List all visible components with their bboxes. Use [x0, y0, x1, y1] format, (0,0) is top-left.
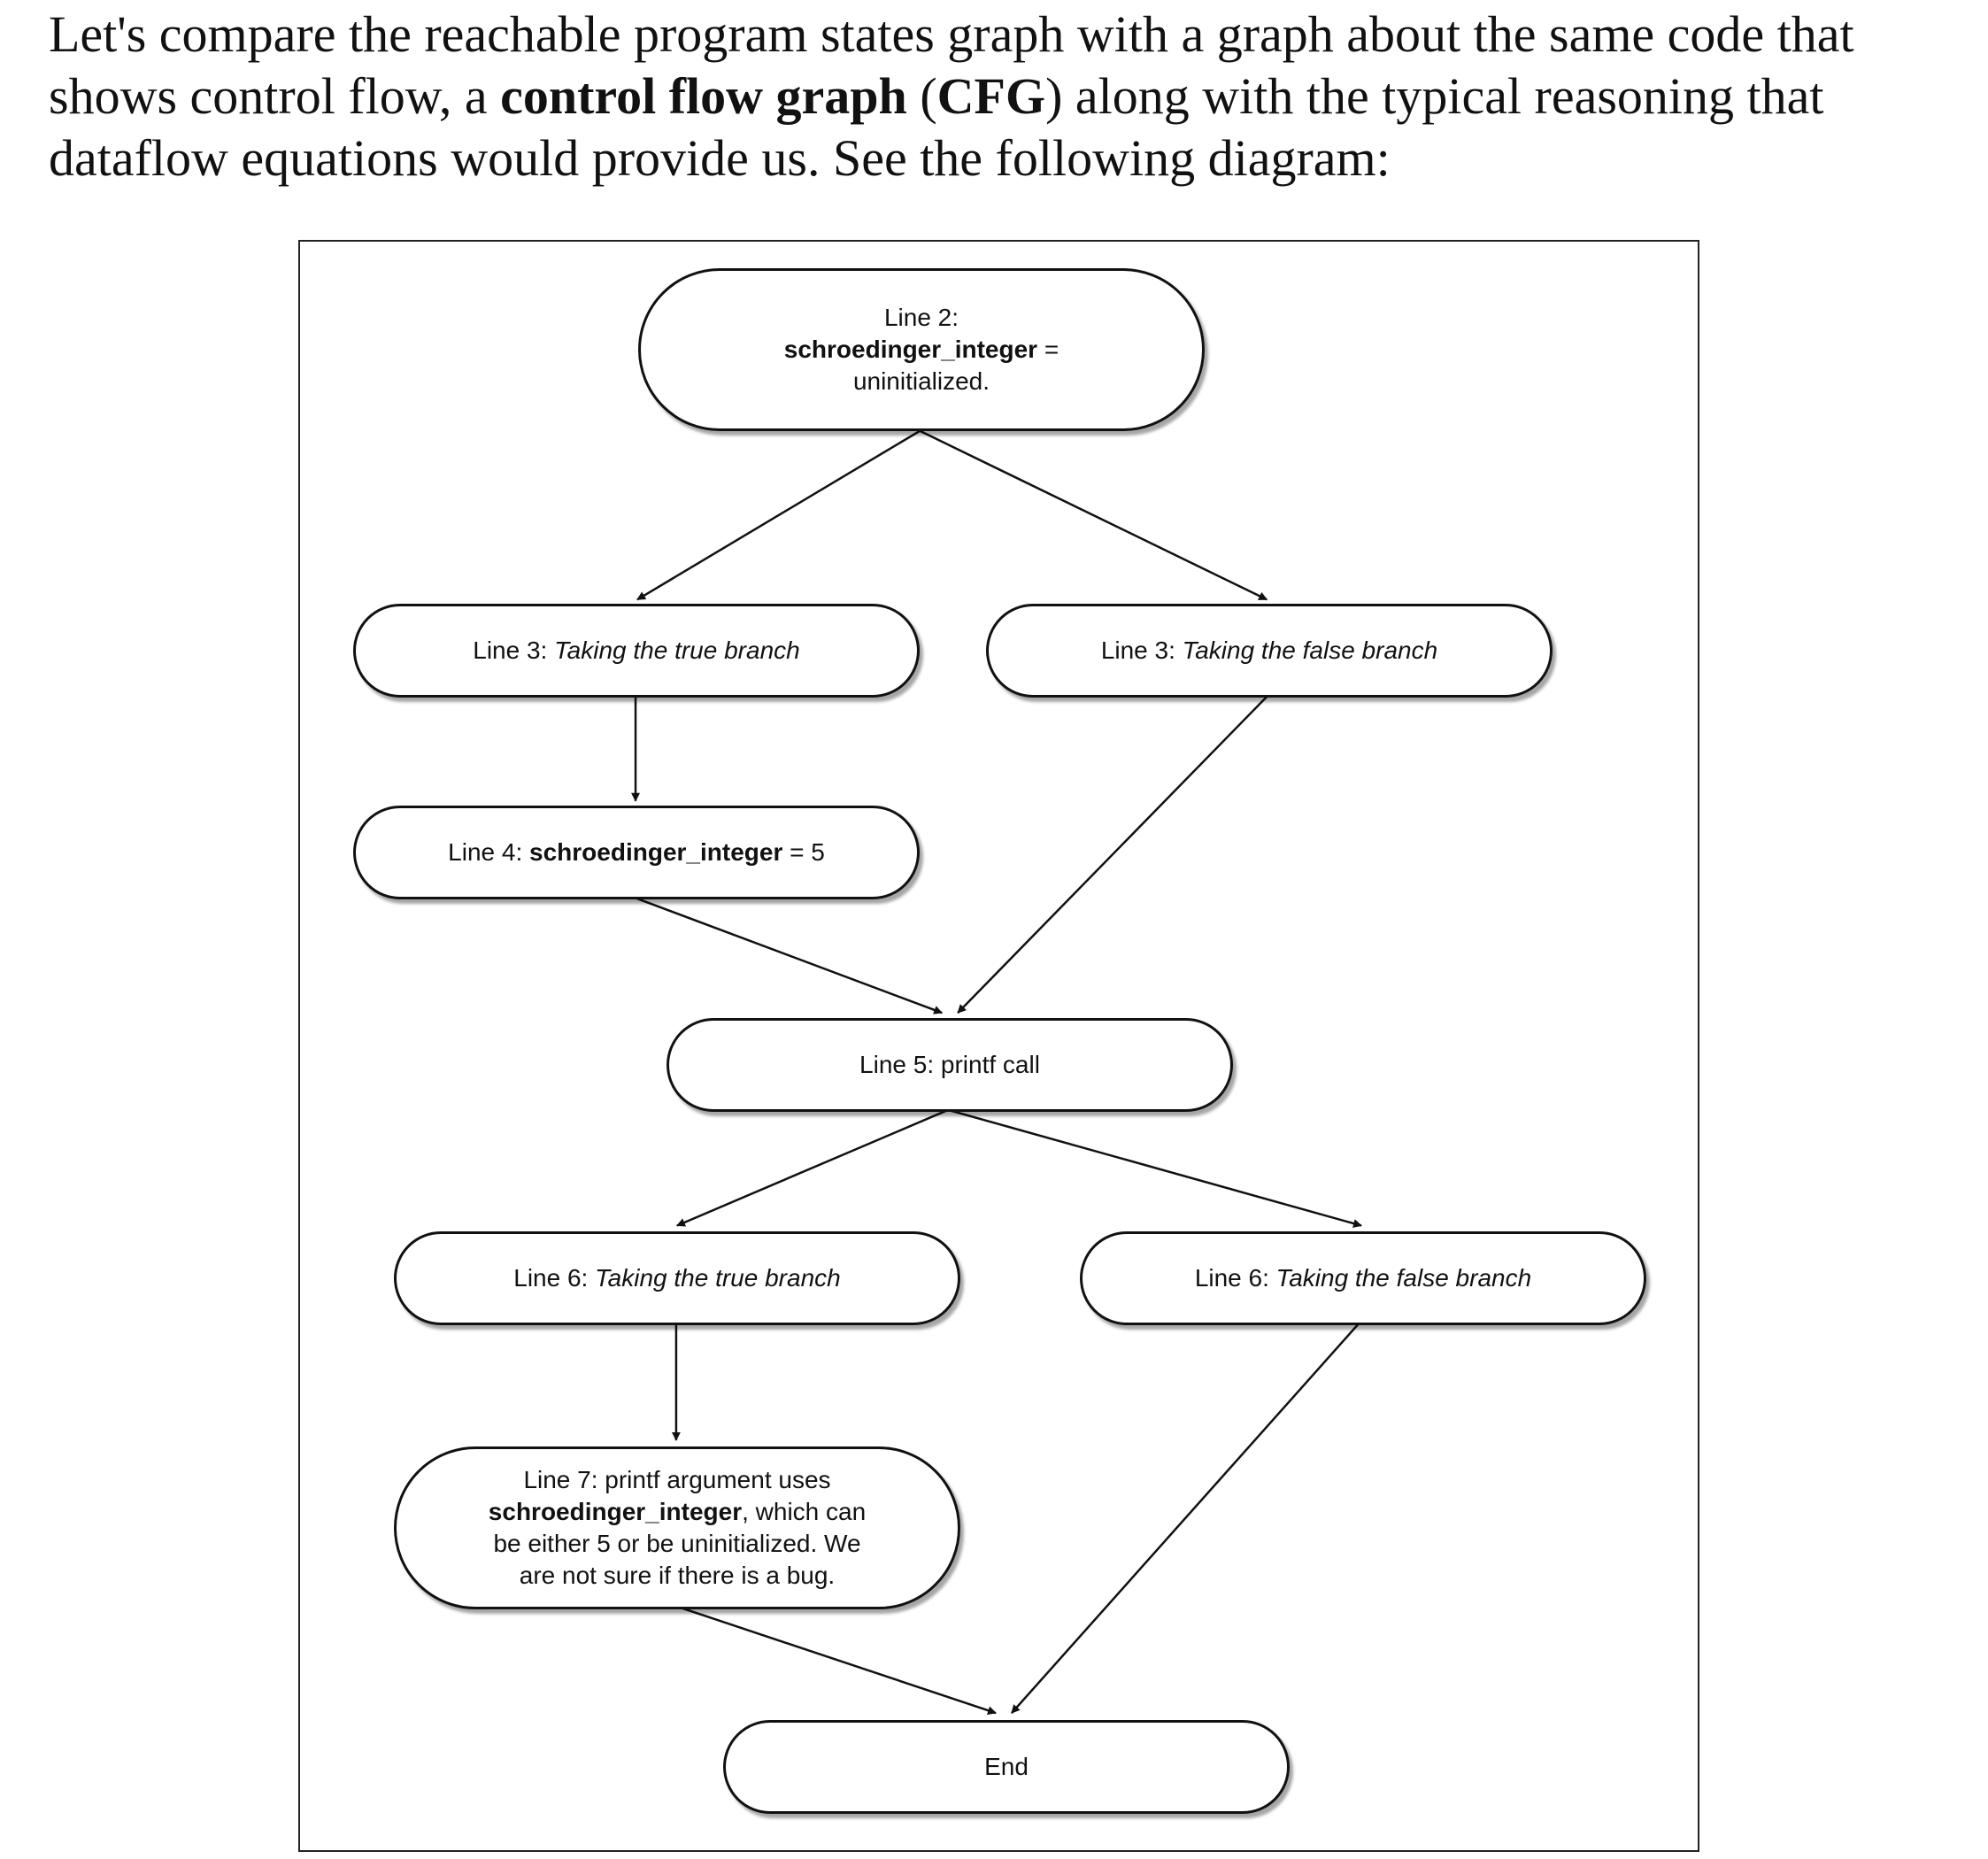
edge-line5-to-line6-false	[947, 1108, 1362, 1228]
node-line2: Line 2: schroedinger_integer = uninitial…	[638, 268, 1205, 431]
node-line3-false: Line 3: Taking the false branch	[986, 604, 1553, 698]
intro-term-cfg: control flow graph	[500, 67, 907, 125]
edge-layer	[631, 429, 1362, 1715]
edge-line3-false-to-line5	[957, 696, 1268, 1014]
line2-rest: uninitialized.	[852, 367, 990, 395]
line5-label: Line 5: printf call	[859, 1051, 1040, 1078]
line7-rest2: are not sure if there is a bug.	[519, 1562, 836, 1589]
edge-line2-to-line3-true	[636, 429, 921, 601]
line6-true-prefix: Line 6:	[513, 1264, 596, 1292]
node-line5: Line 5: printf call	[667, 1018, 1233, 1112]
line3-true-prefix: Line 3:	[473, 636, 555, 664]
line6-false-prefix: Line 6:	[1194, 1264, 1276, 1292]
intro-term-abbrev: CFG	[936, 67, 1046, 125]
line3-true-label: Taking the true branch	[554, 636, 800, 664]
edge-line4-to-line5	[635, 897, 944, 1014]
node-line7: Line 7: printf argument uses schroedinge…	[394, 1446, 960, 1609]
edge-line7-to-end	[675, 1605, 997, 1715]
edge-line5-to-line6-true	[676, 1108, 949, 1227]
cfg-diagram: Line 2: schroedinger_integer = uninitial…	[298, 240, 1699, 1852]
line2-prefix: Line 2:	[883, 304, 959, 331]
line6-true-label: Taking the true branch	[595, 1264, 841, 1292]
line3-false-label: Taking the false branch	[1182, 636, 1438, 664]
line3-false-prefix: Line 3:	[1100, 636, 1183, 664]
line7-var: schroedinger_integer	[488, 1498, 743, 1525]
intro-paragraph: Let's compare the reachable program stat…	[49, 4, 1978, 189]
line2-suffix: =	[1037, 336, 1059, 363]
node-end: End	[723, 1720, 1290, 1814]
node-line6-false: Line 6: Taking the false branch	[1080, 1231, 1646, 1325]
line7-rest1: be either 5 or be uninitialized. We	[493, 1530, 861, 1557]
line4-var: schroedinger_integer	[529, 838, 783, 866]
intro-text-2: (	[906, 67, 937, 125]
intro-text-3: ) along with the typical reasoning that …	[49, 67, 1824, 187]
line2-var: schroedinger_integer	[783, 336, 1038, 363]
line7-prefix: Line 7: printf argument uses	[523, 1466, 831, 1493]
line4-prefix: Line 4:	[448, 838, 530, 866]
edge-line2-to-line3-false	[919, 429, 1268, 601]
node-line6-true: Line 6: Taking the true branch	[394, 1231, 960, 1325]
line6-false-label: Taking the false branch	[1275, 1264, 1532, 1292]
line4-suffix: = 5	[782, 838, 825, 866]
line7-suffix: , which can	[742, 1498, 867, 1525]
end-label: End	[984, 1753, 1029, 1780]
node-line3-true: Line 3: Taking the true branch	[353, 604, 920, 698]
edge-line6-false-to-end	[1011, 1322, 1360, 1714]
intro-text-1: Let's compare the reachable program stat…	[49, 5, 1854, 125]
node-line4: Line 4: schroedinger_integer = 5	[353, 806, 920, 899]
